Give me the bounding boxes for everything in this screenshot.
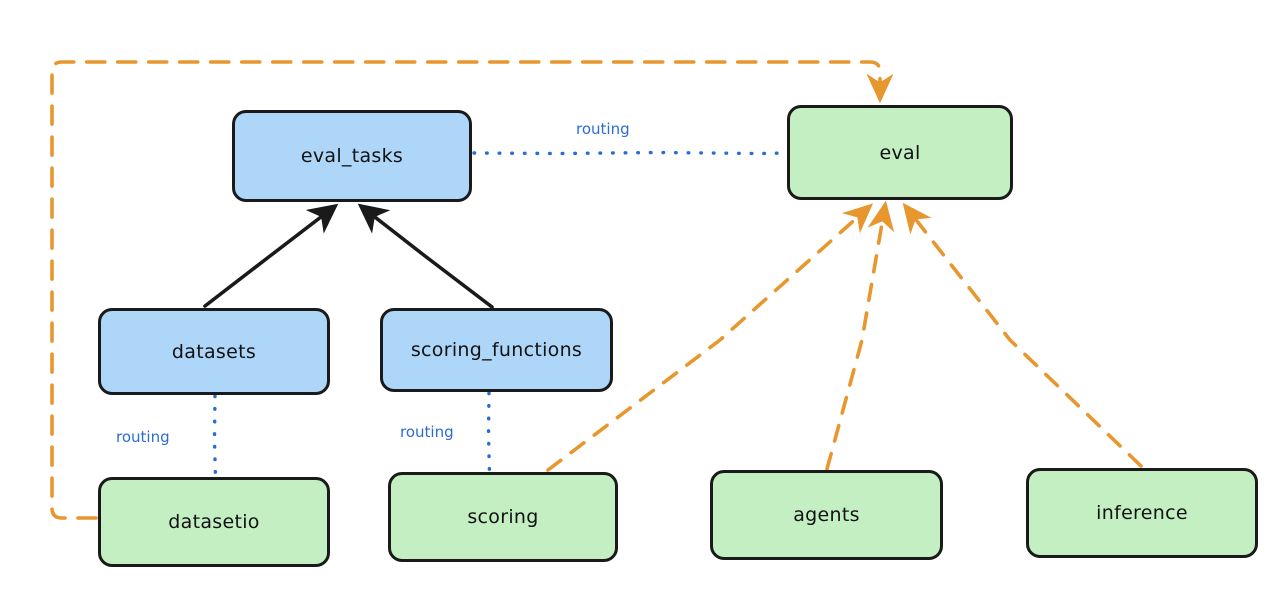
node-label-inference: inference [1096,502,1188,524]
node-label-agents: agents [793,504,860,526]
edge-inference-eval [902,202,1143,468]
node-scoring-functions[interactable]: scoring_functions [380,308,613,392]
node-label-eval: eval [879,141,921,164]
edge-scoring_functions-eval_tasks [357,203,494,309]
node-datasetio[interactable]: datasetio [98,477,330,567]
node-inference[interactable]: inference [1026,468,1258,558]
node-agents[interactable]: agents [710,470,943,560]
node-datasets[interactable]: datasets [98,308,330,395]
edge-label-datasets-routing: routing [116,428,170,446]
edge-datasets-eval_tasks [203,203,339,308]
edge-agents-eval [825,200,895,471]
edge-label-eval-routing: routing [576,120,630,138]
edge-scoring_functions-scoring [486,391,492,475]
edge-datasets-datasetio [212,394,218,480]
node-label-eval-tasks: eval_tasks [300,145,404,167]
edge-scoring-eval [546,203,874,472]
node-label-datasetio: datasetio [168,511,260,533]
edge-eval_tasks-eval [472,150,788,156]
node-eval[interactable]: eval [787,105,1013,200]
node-label-scoring-functions: scoring_functions [410,339,583,361]
edge-datasetio-eval [50,60,894,520]
edge-label-scoring-routing: routing [400,423,454,441]
node-label-scoring: scoring [467,506,539,528]
node-label-datasets: datasets [171,340,257,363]
node-scoring[interactable]: scoring [388,472,618,562]
node-eval-tasks[interactable]: eval_tasks [232,110,472,202]
